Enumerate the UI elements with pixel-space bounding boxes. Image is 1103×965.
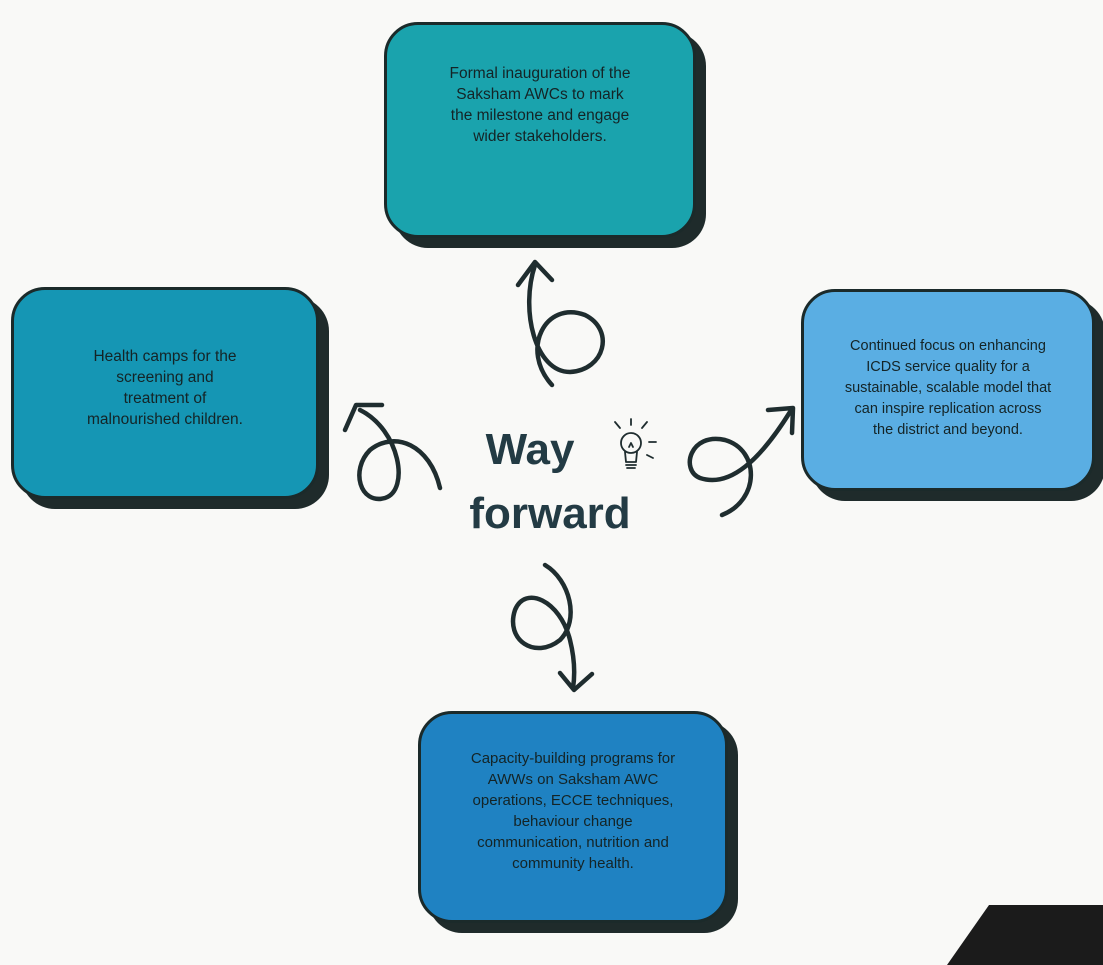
lightbulb-icon — [614, 418, 657, 469]
card-health-camps: Health camps for the screening and treat… — [11, 287, 319, 499]
center-title-line1: Way — [485, 425, 575, 474]
card-health-camps-text: Health camps for the screening and treat… — [87, 348, 243, 428]
card-inauguration: Formal inauguration of the Saksham AWCs … — [384, 22, 696, 238]
card-continued-focus-text: Continued focus on enhancing ICDS servic… — [844, 338, 1052, 438]
arrow-to-right — [687, 409, 793, 518]
arrow-to-bottom-head — [557, 670, 595, 693]
arrow-to-right-head — [765, 405, 796, 436]
card-continued-focus: Continued focus on enhancing ICDS servic… — [801, 289, 1095, 491]
card-capacity-building: Capacity-building programs for AWWs on S… — [418, 711, 728, 923]
connector-arrows — [342, 259, 796, 693]
arrow-to-left — [357, 407, 443, 502]
card-capacity-building-text: Capacity-building programs for AWWs on S… — [470, 750, 676, 872]
card-inauguration-text: Formal inauguration of the Saksham AWCs … — [449, 65, 631, 145]
arrow-to-top-head — [515, 259, 555, 288]
center-title-line2: forward — [469, 489, 631, 538]
arrow-to-left-head — [342, 402, 385, 433]
center-title: Way forward — [440, 418, 660, 546]
arrow-to-bottom — [510, 562, 577, 691]
arrow-to-top — [527, 262, 605, 388]
